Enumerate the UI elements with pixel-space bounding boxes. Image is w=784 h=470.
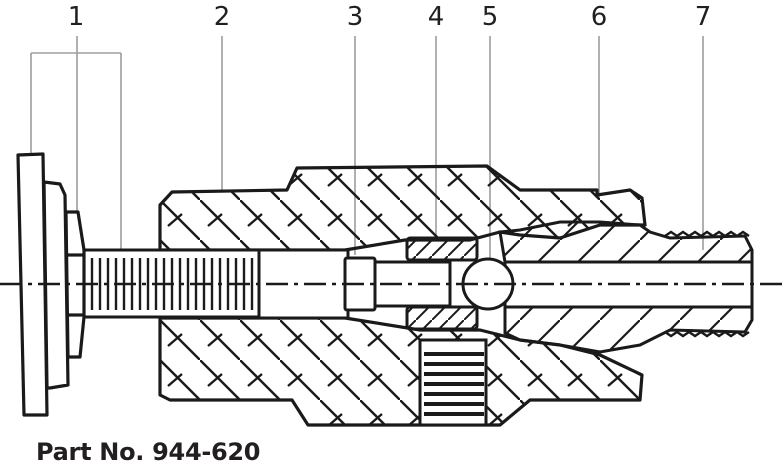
callout-4: 4 <box>427 2 445 32</box>
callout-7: 7 <box>694 2 712 32</box>
outlet-threads <box>664 230 750 338</box>
callout-5: 5 <box>481 2 499 32</box>
callout-2: 2 <box>213 2 231 32</box>
callout-3: 3 <box>346 2 364 32</box>
adjusting-knob <box>16 152 86 417</box>
seat-insert <box>405 236 479 331</box>
spring <box>418 338 488 427</box>
part-number-label: Part No. 944-620 <box>36 438 261 466</box>
outlet-fitting <box>498 220 754 354</box>
callout-1: 1 <box>67 2 85 32</box>
callout-6: 6 <box>590 2 608 32</box>
leader-lines <box>30 36 704 262</box>
